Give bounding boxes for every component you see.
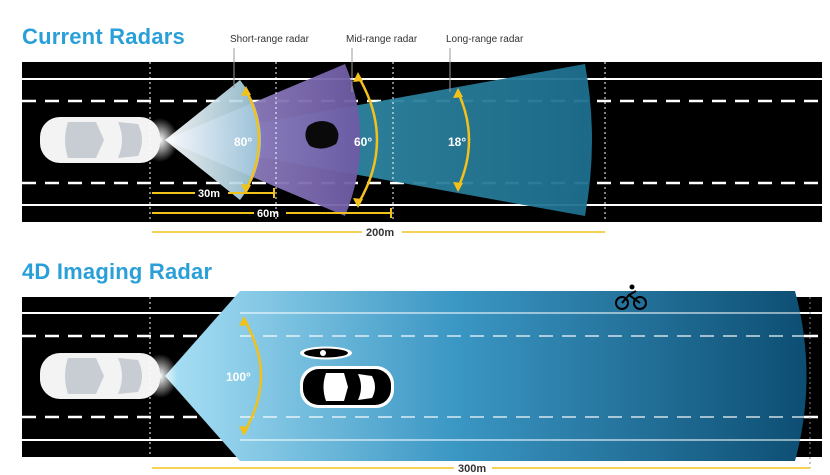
imaging-arc-arrow-bottom <box>239 426 249 436</box>
distance-60m: 60m <box>152 208 392 220</box>
long-angle-arc <box>456 91 471 189</box>
dark-car-rear-window <box>323 373 348 401</box>
long-range-label: Long-range radar <box>446 34 524 45</box>
car-rear-window <box>65 358 104 394</box>
imaging-radar-title: 4D Imaging Radar <box>22 259 213 284</box>
current-radars-title: Current Radars <box>22 24 185 49</box>
imaging-arc-arrow-top <box>239 316 249 326</box>
distance-200m-label: 200m <box>366 227 394 239</box>
mid-arc-arrow-top <box>353 72 363 82</box>
distance-200m: 200m <box>152 227 605 239</box>
bicycle-rear-wheel <box>615 296 629 310</box>
imaging-angle-arc <box>242 319 263 433</box>
motorcycle-rider <box>320 350 326 356</box>
long-arc-arrow-top <box>453 88 463 98</box>
car-windshield <box>118 122 142 158</box>
obstacle-icon <box>305 120 339 149</box>
short-angle-label: 80° <box>234 135 252 149</box>
short-range-label: Short-range radar <box>230 34 309 45</box>
mid-angle-arc <box>356 75 379 205</box>
mid-range-label: Mid-range radar <box>346 34 418 45</box>
imaging-radar-beam <box>165 291 807 461</box>
car-icon <box>40 117 178 163</box>
long-range-beam <box>165 64 592 216</box>
bicycle-frame <box>621 290 641 304</box>
long-arc-arrow-bottom <box>453 182 463 192</box>
car-icon <box>300 366 394 408</box>
short-range-beam <box>165 80 262 200</box>
mid-arc-arrow-bottom <box>353 198 363 208</box>
bicycle-icon <box>615 284 647 310</box>
bicycle-front-wheel <box>633 296 647 310</box>
short-angle-arc <box>244 89 261 191</box>
short-arc-arrow-top <box>241 86 251 96</box>
dark-car-windshield <box>358 374 375 400</box>
cyclist-head <box>629 284 635 290</box>
car-icon <box>40 353 178 399</box>
long-angle-label: 18° <box>448 135 466 149</box>
motorcycle-icon <box>300 346 352 360</box>
short-arc-arrow-bottom <box>241 184 251 194</box>
car-windshield <box>118 358 142 394</box>
distance-300m: 300m <box>152 463 810 475</box>
distance-30m-label: 30m <box>198 188 220 200</box>
distance-60m-label: 60m <box>257 208 279 220</box>
distance-300m-label: 300m <box>458 463 486 475</box>
imaging-angle-label: 100° <box>226 370 251 384</box>
mid-angle-label: 60° <box>354 135 372 149</box>
distance-30m: 30m <box>152 188 275 200</box>
mid-range-beam <box>165 64 361 216</box>
car-rear-window <box>65 122 104 158</box>
